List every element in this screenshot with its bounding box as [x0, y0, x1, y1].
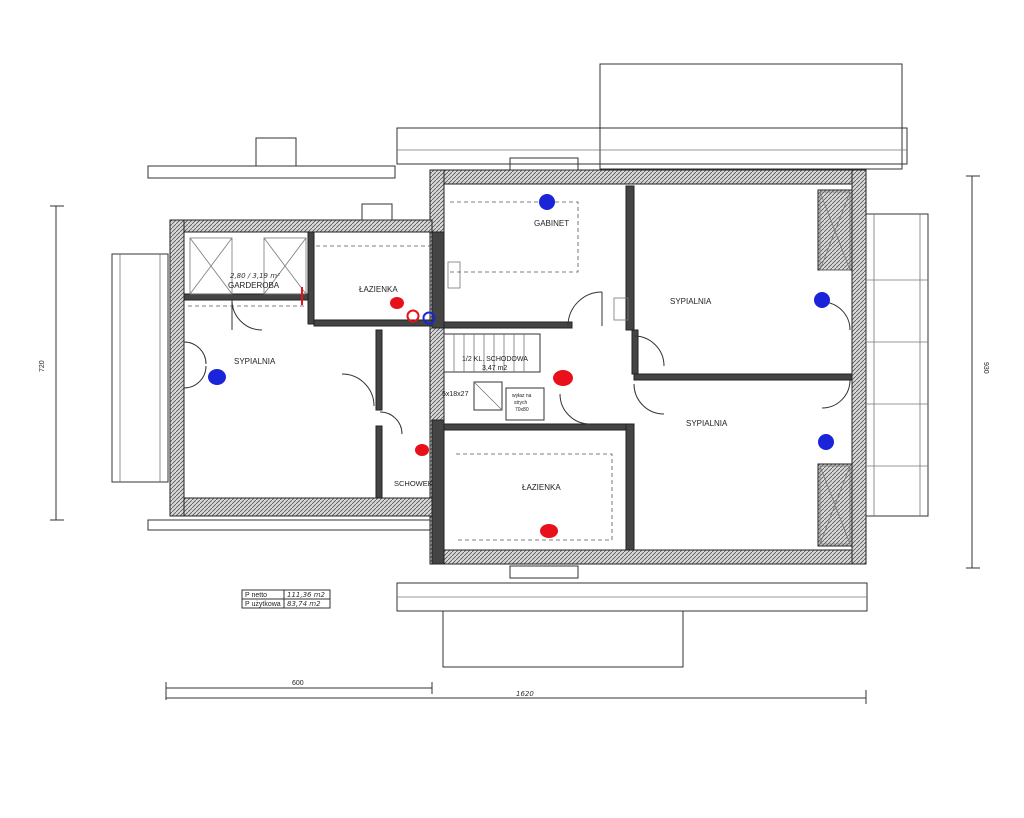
dimension-720: 720: [39, 360, 46, 372]
dimension-930: 930: [982, 362, 989, 374]
windows: [111, 157, 929, 579]
dimension-1620: 1620: [516, 690, 534, 698]
stairs-title: 1/2 KL. SCHODOWA: [462, 356, 528, 363]
blue-marker-sypialnia-right-bottom: [818, 434, 834, 450]
stairs-steps: 5x18x27: [442, 391, 469, 398]
red-marker-hall: [553, 370, 573, 386]
hatch-label-1: wyłaz na: [512, 393, 532, 399]
room-label-sypialnia-right-bottom: SYPIALNIA: [686, 419, 728, 428]
hatch-label-2: strych: [514, 400, 528, 406]
room-label-sypialnia-right-top: SYPIALNIA: [670, 297, 712, 306]
room-label-gabinet: GABINET: [534, 219, 569, 228]
area-table: P netto 111,36 m2 P użytkowa 83,74 m2: [241, 589, 331, 609]
blue-ring-marker: [422, 311, 436, 325]
blue-marker-sypialnia-right-top: [814, 292, 830, 308]
room-label-schowek: SCHOWEK: [394, 479, 433, 488]
slope-lines: [188, 201, 613, 541]
blue-marker-sypialnia-left: [208, 369, 226, 385]
red-marker-lazienka-top: [390, 297, 404, 309]
red-marker-schowek: [415, 444, 429, 456]
blue-marker-gabinet: [539, 194, 555, 210]
exterior-walls: [169, 169, 867, 565]
area-row2-value: 83,74 m2: [287, 600, 321, 608]
area-row2-label: P użytkowa: [245, 601, 281, 608]
closets: [189, 191, 851, 545]
dimension-600: 600: [292, 680, 304, 687]
red-marker-lazienka-bottom: [540, 524, 558, 538]
markers: [208, 194, 834, 538]
room-label-garderoba: GARDEROBA: [228, 281, 280, 290]
room-label-lazienka-bottom: ŁAZIENKA: [522, 483, 561, 492]
stairs-area: 3,47 m2: [482, 365, 507, 372]
doors: [183, 291, 851, 435]
interior-walls: [183, 185, 853, 565]
area-row1-value: 111,36 m2: [287, 591, 326, 599]
dimension-lines: 600 1620 720 930: [39, 175, 989, 704]
room-label-sypialnia-left: SYPIALNIA: [234, 357, 276, 366]
red-ring-marker: [406, 309, 420, 323]
garderoba-note: 2,80 / 3,19 m²: [230, 272, 280, 280]
room-label-lazienka-top: ŁAZIENKA: [359, 285, 398, 294]
staircase: [443, 333, 545, 421]
hatch-label-3: 70x80: [515, 407, 529, 413]
area-row1-label: P netto: [245, 592, 267, 599]
